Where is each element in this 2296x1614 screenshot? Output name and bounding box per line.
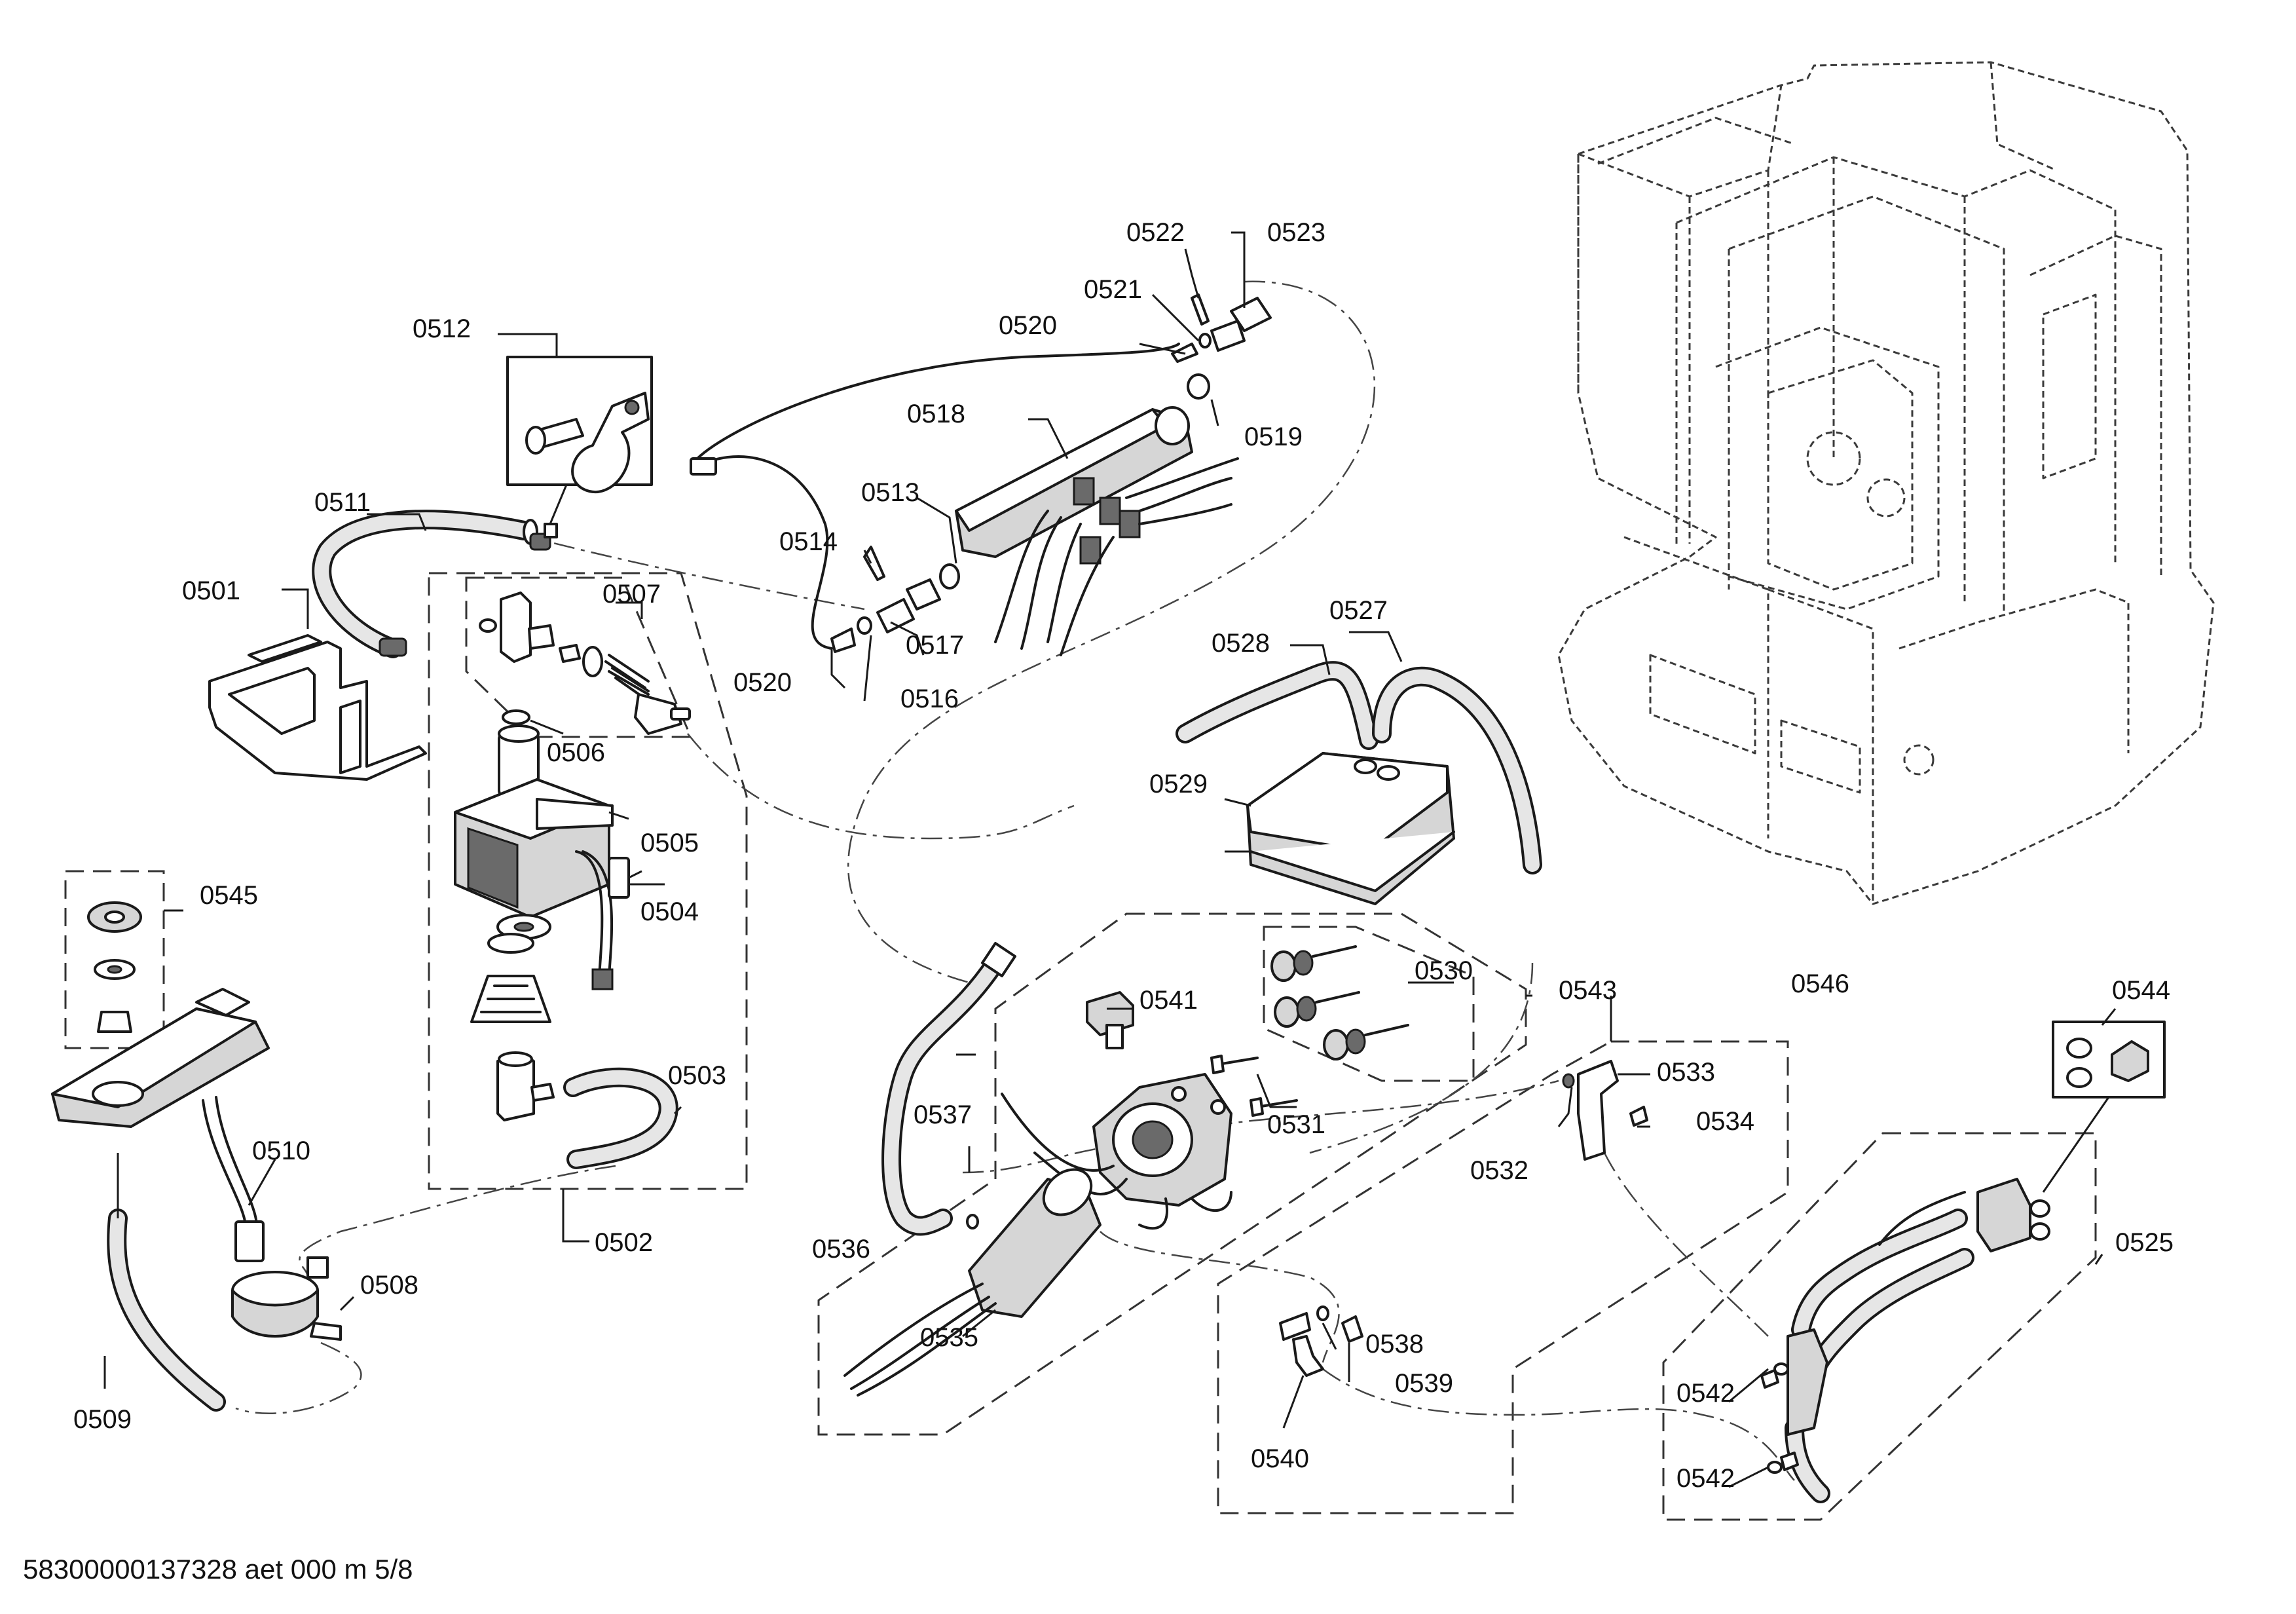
label-0506: 0506	[547, 738, 605, 767]
label-0509: 0509	[73, 1405, 132, 1434]
part-0541-knob	[1086, 991, 1134, 1049]
group-frame-0543	[817, 912, 1527, 1436]
part-0509-hose	[107, 1153, 226, 1412]
part-0535-motor	[843, 1168, 1102, 1397]
part-tray	[51, 988, 270, 1128]
label-0533: 0533	[1657, 1058, 1715, 1087]
label-0545: 0545	[200, 881, 258, 910]
part-heater-fittings	[690, 293, 1272, 653]
label-0504: 0504	[640, 897, 699, 926]
group-frame-0525	[1662, 1132, 2097, 1521]
label-0501: 0501	[182, 576, 240, 605]
label-0508: 0508	[360, 1271, 418, 1300]
label-0519: 0519	[1244, 422, 1303, 451]
label-0543: 0543	[1559, 976, 1617, 1005]
label-0516: 0516	[900, 685, 959, 713]
part-0511-hose	[312, 510, 551, 658]
part-0528-hose	[1176, 661, 1379, 750]
label-0520-upper: 0520	[999, 311, 1057, 340]
label-0541: 0541	[1139, 986, 1198, 1015]
part-0531-screws	[1210, 1055, 1298, 1117]
part-0507-valve-parts	[479, 591, 691, 735]
part-0533-elbow	[1562, 1060, 1648, 1161]
part-0506-oring	[502, 709, 530, 725]
part-0540-fitting	[1279, 1305, 1363, 1377]
part-pump-spring-and-fittings	[470, 933, 555, 1121]
label-0530: 0530	[1415, 956, 1473, 985]
label-0539: 0539	[1395, 1369, 1453, 1398]
label-0523: 0523	[1267, 218, 1325, 247]
group-frame-0546	[1217, 1040, 1789, 1514]
part-0508-sensor	[231, 1256, 342, 1341]
label-0522: 0522	[1126, 218, 1185, 247]
callout-labels: 0501 0511 0512 0507 0506 0505 0504 0503 …	[73, 218, 2174, 1493]
part-0505-pump	[454, 724, 614, 940]
connection-lines	[235, 280, 1795, 1481]
label-0527: 0527	[1329, 596, 1388, 625]
label-0518: 0518	[907, 400, 965, 428]
group-frames	[64, 572, 2097, 1521]
label-0532: 0532	[1470, 1156, 1528, 1185]
label-0528: 0528	[1212, 629, 1270, 658]
part-0504-wire-connector	[575, 850, 630, 990]
label-0546: 0546	[1791, 969, 1849, 998]
label-0535: 0535	[920, 1323, 978, 1352]
part-0525-valve-assembly	[1760, 1178, 2050, 1503]
label-0510: 0510	[252, 1136, 310, 1165]
drawing-reference-footer: 58300000137328 aet 000 m 5/8	[23, 1554, 413, 1585]
machine-housing-frame	[1557, 61, 2215, 905]
label-0536: 0536	[812, 1235, 870, 1264]
label-0542-upper: 0542	[1676, 1379, 1735, 1408]
label-0540: 0540	[1251, 1444, 1309, 1473]
part-0544-box	[2042, 1021, 2166, 1193]
part-0518-heater	[955, 406, 1239, 656]
part-0529-tank	[1246, 752, 1455, 905]
label-0517: 0517	[906, 631, 964, 660]
label-0505: 0505	[640, 829, 699, 857]
part-pump-unit	[1001, 1073, 1232, 1230]
label-0529: 0529	[1149, 770, 1208, 798]
label-0520-lower: 0520	[733, 668, 792, 697]
part-0510-cable	[202, 1096, 265, 1262]
label-0542-lower: 0542	[1676, 1464, 1735, 1493]
label-0514: 0514	[779, 527, 838, 556]
label-0512: 0512	[413, 314, 471, 343]
label-0534: 0534	[1696, 1107, 1754, 1136]
label-0521: 0521	[1084, 275, 1142, 304]
group-frame-0502	[428, 572, 748, 1190]
label-0544: 0544	[2112, 976, 2170, 1005]
part-0536-tube	[881, 942, 1016, 1236]
part-0530-mounts	[1270, 945, 1409, 1060]
label-0538: 0538	[1365, 1330, 1424, 1359]
label-0503: 0503	[668, 1061, 726, 1090]
part-0512-clamp-box	[506, 356, 653, 538]
group-frame-0530	[1263, 926, 1475, 1082]
leader-lines	[103, 231, 2117, 1488]
part-0545-washers	[87, 901, 142, 1033]
label-0502: 0502	[595, 1228, 653, 1257]
label-0531: 0531	[1267, 1110, 1325, 1139]
part-0527-hose	[1372, 666, 1542, 874]
label-0525: 0525	[2115, 1228, 2174, 1257]
label-0507: 0507	[602, 580, 661, 609]
part-0501-bracket	[208, 634, 427, 781]
label-0537: 0537	[914, 1100, 972, 1129]
label-0511: 0511	[314, 488, 371, 517]
label-0513: 0513	[861, 478, 919, 507]
part-0503-hose	[563, 1067, 678, 1169]
